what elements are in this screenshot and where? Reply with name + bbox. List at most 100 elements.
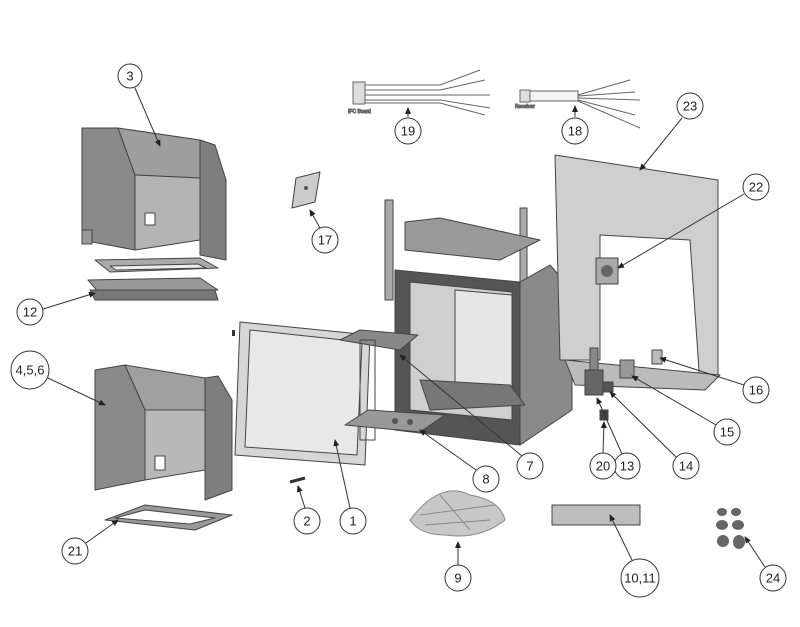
part-7-burner-tray: [339, 329, 419, 441]
callout-number: 14: [679, 459, 693, 474]
leader-arrow: [399, 354, 523, 457]
part-4-5-6-lower-liner: [94, 364, 233, 501]
callout-12: 12: [16, 291, 96, 326]
callout-14: 14: [609, 391, 700, 480]
callout-19: 19: [394, 107, 422, 145]
part-1-glass-door: [232, 321, 371, 466]
leader-arrow: [639, 117, 683, 171]
part-18-wire-harness: Receiver: [515, 79, 641, 129]
callout-number: 15: [720, 425, 734, 440]
callout-18: 18: [561, 105, 589, 145]
callout-number: 17: [318, 233, 332, 248]
callout-circle: [742, 173, 770, 201]
callout-circle: [620, 558, 660, 598]
callout-21: 21: [61, 519, 119, 565]
part-14-regulator: [602, 381, 614, 393]
part-9-log-set: [409, 490, 506, 537]
callout-circle: [10, 350, 50, 390]
callout-13: 13: [596, 397, 641, 480]
part-23-back-panel: [554, 154, 721, 391]
leader-arrow: [659, 356, 745, 386]
callout-circle: [339, 507, 367, 535]
callout-4-5-6: 4,5,6: [10, 350, 106, 406]
callout-circle: [117, 63, 143, 89]
leader-arrow: [631, 375, 717, 426]
part-20-pilot: [599, 409, 609, 421]
callout-7: 7: [399, 354, 544, 480]
callout-circle: [394, 117, 422, 145]
callout-number: 1: [349, 514, 356, 529]
callout-1: 1: [333, 439, 367, 535]
callout-number: 19: [401, 124, 415, 139]
part-16-receiver-box: [651, 349, 663, 365]
leader-arrow: [296, 485, 306, 509]
callout-circle: [672, 452, 700, 480]
leader-arrow: [419, 429, 477, 471]
callout-circle: [676, 92, 704, 120]
callout-number: 12: [23, 305, 37, 320]
callout-16: 16: [659, 356, 770, 404]
harness-18-label: Receiver: [515, 104, 535, 110]
callout-circle: [742, 376, 770, 404]
leader-arrow: [42, 291, 96, 310]
callout-number: 3: [126, 69, 133, 84]
leader-arrow: [617, 193, 745, 269]
callout-24: 24: [744, 536, 787, 592]
callout-number: 21: [68, 544, 82, 559]
callout-circle: [311, 226, 339, 254]
part-13-valve: [584, 347, 604, 396]
part-17-remote: [291, 171, 321, 209]
callout-number: 22: [749, 180, 763, 195]
part-10-11-ember-media: [551, 504, 641, 526]
part-21-base-frame: [104, 504, 233, 531]
leader-arrow: [600, 421, 607, 454]
leader-arrow: [609, 514, 633, 561]
part-22-switch: [595, 257, 619, 285]
part-24-stones: [716, 508, 745, 549]
callout-15: 15: [631, 375, 741, 446]
callout-circle: [293, 507, 321, 535]
part-2-latch: [289, 476, 306, 484]
harness-19-label: IFC Board: [348, 109, 371, 115]
callout-circle: [444, 564, 472, 592]
leader-arrow: [85, 519, 119, 544]
callout-circle: [16, 298, 44, 326]
part-15-bracket: [619, 359, 635, 379]
callout-number: 10,11: [624, 571, 656, 586]
part-8-media-tray: [344, 409, 446, 433]
callout-number: 16: [749, 383, 763, 398]
callout-number: 7: [526, 459, 533, 474]
callout-9: 9: [444, 541, 472, 592]
callout-number: 8: [482, 472, 489, 487]
callout-number: 2: [303, 514, 310, 529]
callout-number: 13: [620, 459, 634, 474]
leader-arrow: [47, 377, 106, 406]
callout-number: 20: [596, 459, 610, 474]
callout-circle: [561, 117, 589, 145]
leader-arrow: [596, 397, 623, 455]
callout-circle: [713, 418, 741, 446]
leader-arrow: [333, 439, 351, 509]
callout-number: 18: [568, 124, 582, 139]
callout-circle: [61, 537, 89, 565]
callout-3: 3: [117, 63, 161, 147]
callout-2: 2: [293, 485, 321, 535]
callout-17: 17: [309, 209, 339, 254]
leader-arrow: [309, 209, 321, 229]
firebox-assembly: [384, 199, 573, 446]
callout-22: 22: [617, 173, 770, 269]
callout-circle: [589, 452, 617, 480]
callout-23: 23: [639, 92, 704, 171]
callout-circle: [516, 452, 544, 480]
callout-number: 9: [454, 571, 461, 586]
callout-circle: [759, 564, 787, 592]
part-3-upper-liner: [81, 127, 227, 261]
callout-number: 24: [766, 571, 780, 586]
callout-8: 8: [419, 429, 500, 493]
callout-number: 23: [683, 99, 697, 114]
callout-number: 4,5,6: [16, 363, 45, 378]
leader-arrow: [134, 87, 161, 147]
callout-20: 20: [589, 421, 617, 480]
